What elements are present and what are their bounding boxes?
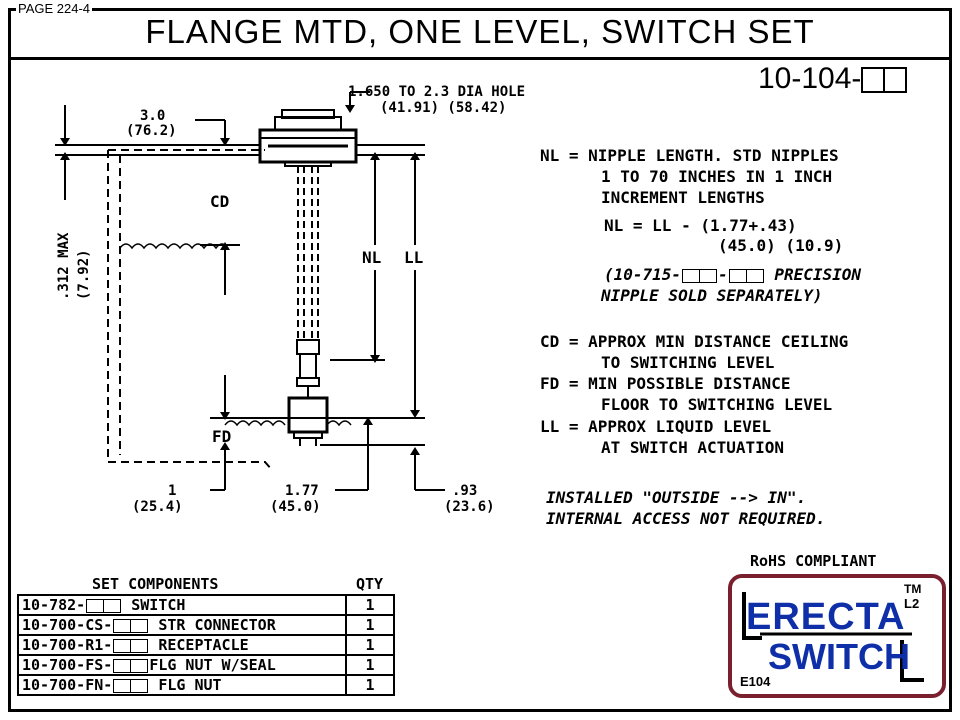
part-number: 10-104- xyxy=(758,62,908,96)
components-header: SET COMPONENTS xyxy=(92,575,219,593)
connector xyxy=(296,339,320,355)
dim1-mm: (25.4) xyxy=(132,499,183,515)
ll-label: LL xyxy=(404,248,424,267)
rohs-label: RoHS COMPLIANT xyxy=(750,552,877,570)
note-install-line1: INSTALLED "OUTSIDE --> IN". xyxy=(546,488,807,507)
note-cd-line2: TO SWITCHING LEVEL xyxy=(601,353,775,372)
note-fd-line1: FD = MIN POSSIBLE DISTANCE xyxy=(540,374,791,393)
dim2-in: 1.77 xyxy=(285,483,319,499)
note-nl-line1: NL = NIPPLE LENGTH. STD NIPPLES xyxy=(540,146,839,165)
table-row: 10-782- SWITCH 1 xyxy=(17,594,395,616)
table-row: 10-700-R1- RECEPTACLE 1 xyxy=(17,634,395,656)
switch-body xyxy=(287,396,329,434)
cd-label: CD xyxy=(210,192,230,211)
erecta-switch-logo: ERECTA SWITCH TM L2 E104 xyxy=(728,574,946,698)
dim3-in: .93 xyxy=(452,483,478,499)
note-cd-line1: CD = APPROX MIN DISTANCE CEILING xyxy=(540,332,849,351)
fd-label: FD xyxy=(212,427,232,446)
width-dim-in: 3.0 xyxy=(140,108,166,124)
drawing-title: FLANGE MTD, ONE LEVEL, SWITCH SET xyxy=(145,13,815,50)
note-precision-line2: NIPPLE SOLD SEPARATELY) xyxy=(601,286,823,305)
note-formula-line1: NL = LL - (1.77+.43) xyxy=(604,216,797,235)
hole-dim-line2: (41.91) (58.42) xyxy=(380,100,507,116)
tank-outline xyxy=(107,150,273,471)
note-install-line2: INTERNAL ACCESS NOT REQUIRED. xyxy=(546,509,826,528)
note-formula-line2: (45.0) (10.9) xyxy=(718,236,844,255)
dim2-mm: (45.0) xyxy=(270,499,321,515)
note-nl-line2: 1 TO 70 INCHES IN 1 INCH xyxy=(601,167,833,186)
table-row: 10-700-CS- STR CONNECTOR 1 xyxy=(17,614,395,636)
table-row: 10-700-FS-FLG NUT W/SEAL 1 xyxy=(17,654,395,676)
qty-header: QTY xyxy=(356,575,384,593)
dim1-in: 1 xyxy=(168,483,177,499)
note-precision-line1: (10-715-- PRECISION xyxy=(604,265,862,284)
note-nl-line3: INCREMENT LENGTHS xyxy=(601,188,765,207)
page-label: PAGE 224-4 xyxy=(16,1,93,16)
table-row: 10-700-FN- FLG NUT 1 xyxy=(17,674,395,696)
max-dim-mm: (7.92) xyxy=(76,249,92,300)
nl-label: NL xyxy=(362,248,382,267)
components-table: 10-782- SWITCH 1 10-700-CS- STR CONNECTO… xyxy=(17,594,395,696)
title-separator xyxy=(8,57,952,60)
width-dim-mm: (76.2) xyxy=(126,123,177,139)
drawing-frame xyxy=(8,8,952,712)
note-ll-line1: LL = APPROX LIQUID LEVEL xyxy=(540,417,772,436)
max-dim-in: .312 MAX xyxy=(56,232,72,300)
note-ll-line2: AT SWITCH ACTUATION xyxy=(601,438,785,457)
hole-dim-line1: 1.650 TO 2.3 DIA HOLE xyxy=(348,84,526,100)
dim3-mm: (23.6) xyxy=(444,499,495,515)
note-fd-line2: FLOOR TO SWITCHING LEVEL xyxy=(601,395,833,414)
